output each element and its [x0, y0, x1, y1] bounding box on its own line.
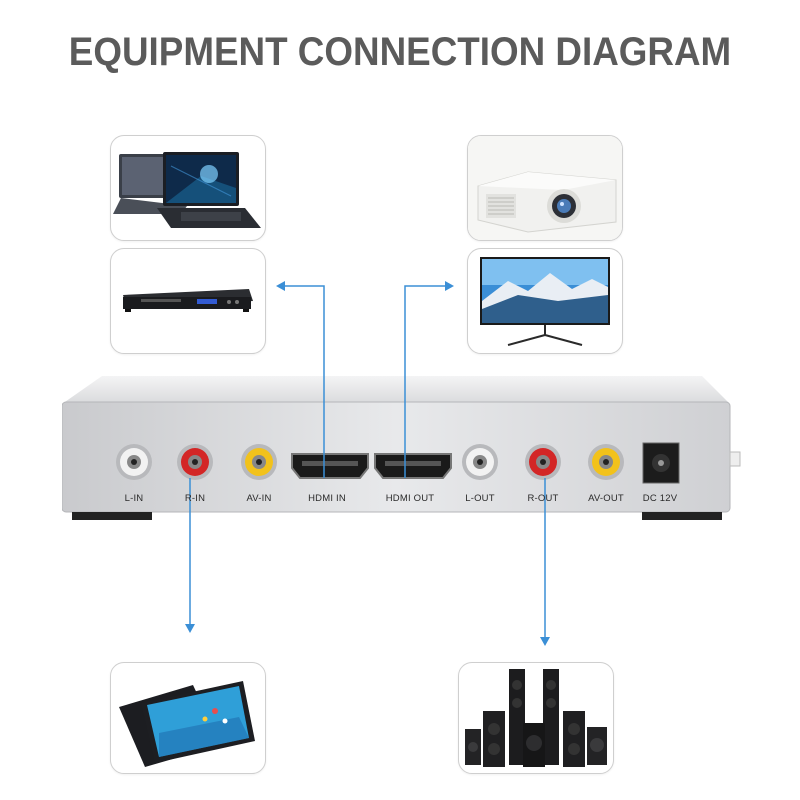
arrow-hdmi-out — [404, 285, 447, 478]
laptop-image — [113, 152, 261, 228]
speakers-image — [465, 669, 607, 767]
laptop-card — [110, 135, 266, 241]
projector-card — [467, 135, 623, 241]
projector-image — [468, 136, 622, 240]
tablet-image — [119, 681, 255, 767]
dvd-player-image — [123, 289, 253, 312]
r-out-port — [525, 444, 561, 480]
av-in-port — [241, 444, 277, 480]
label-hdmi-out: HDMI OUT — [385, 493, 435, 504]
connection-arrows — [185, 281, 550, 646]
av-out-port — [588, 444, 624, 480]
label-r-in: R-IN — [184, 493, 206, 504]
hdmi-out-port — [374, 453, 452, 479]
tablet-card — [110, 662, 266, 774]
label-av-in: AV-IN — [246, 493, 272, 504]
arrowhead-speakers — [540, 637, 550, 646]
speakers-card — [458, 662, 614, 774]
dvd-player-card — [110, 248, 266, 354]
monitor-image — [480, 257, 610, 346]
arrowhead-dvd — [276, 281, 285, 291]
label-hdmi-in: HDMI IN — [308, 493, 346, 504]
label-dc-12v: DC 12V — [642, 493, 678, 504]
monitor-card — [467, 248, 623, 354]
l-in-port — [116, 444, 152, 480]
label-av-out: AV-OUT — [588, 493, 624, 504]
hdmi-in-port — [291, 453, 369, 479]
dc-12v-port — [642, 442, 680, 484]
arrowhead-monitor — [445, 281, 454, 291]
label-l-in: L-IN — [124, 493, 144, 504]
label-r-out: R-OUT — [527, 493, 559, 504]
arrowhead-tablet — [185, 624, 195, 633]
arrow-hdmi-in — [283, 285, 325, 478]
r-in-port — [177, 444, 213, 480]
page-title: EQUIPMENT CONNECTION DIAGRAM — [68, 30, 732, 74]
l-out-port — [462, 444, 498, 480]
label-l-out: L-OUT — [465, 493, 495, 504]
